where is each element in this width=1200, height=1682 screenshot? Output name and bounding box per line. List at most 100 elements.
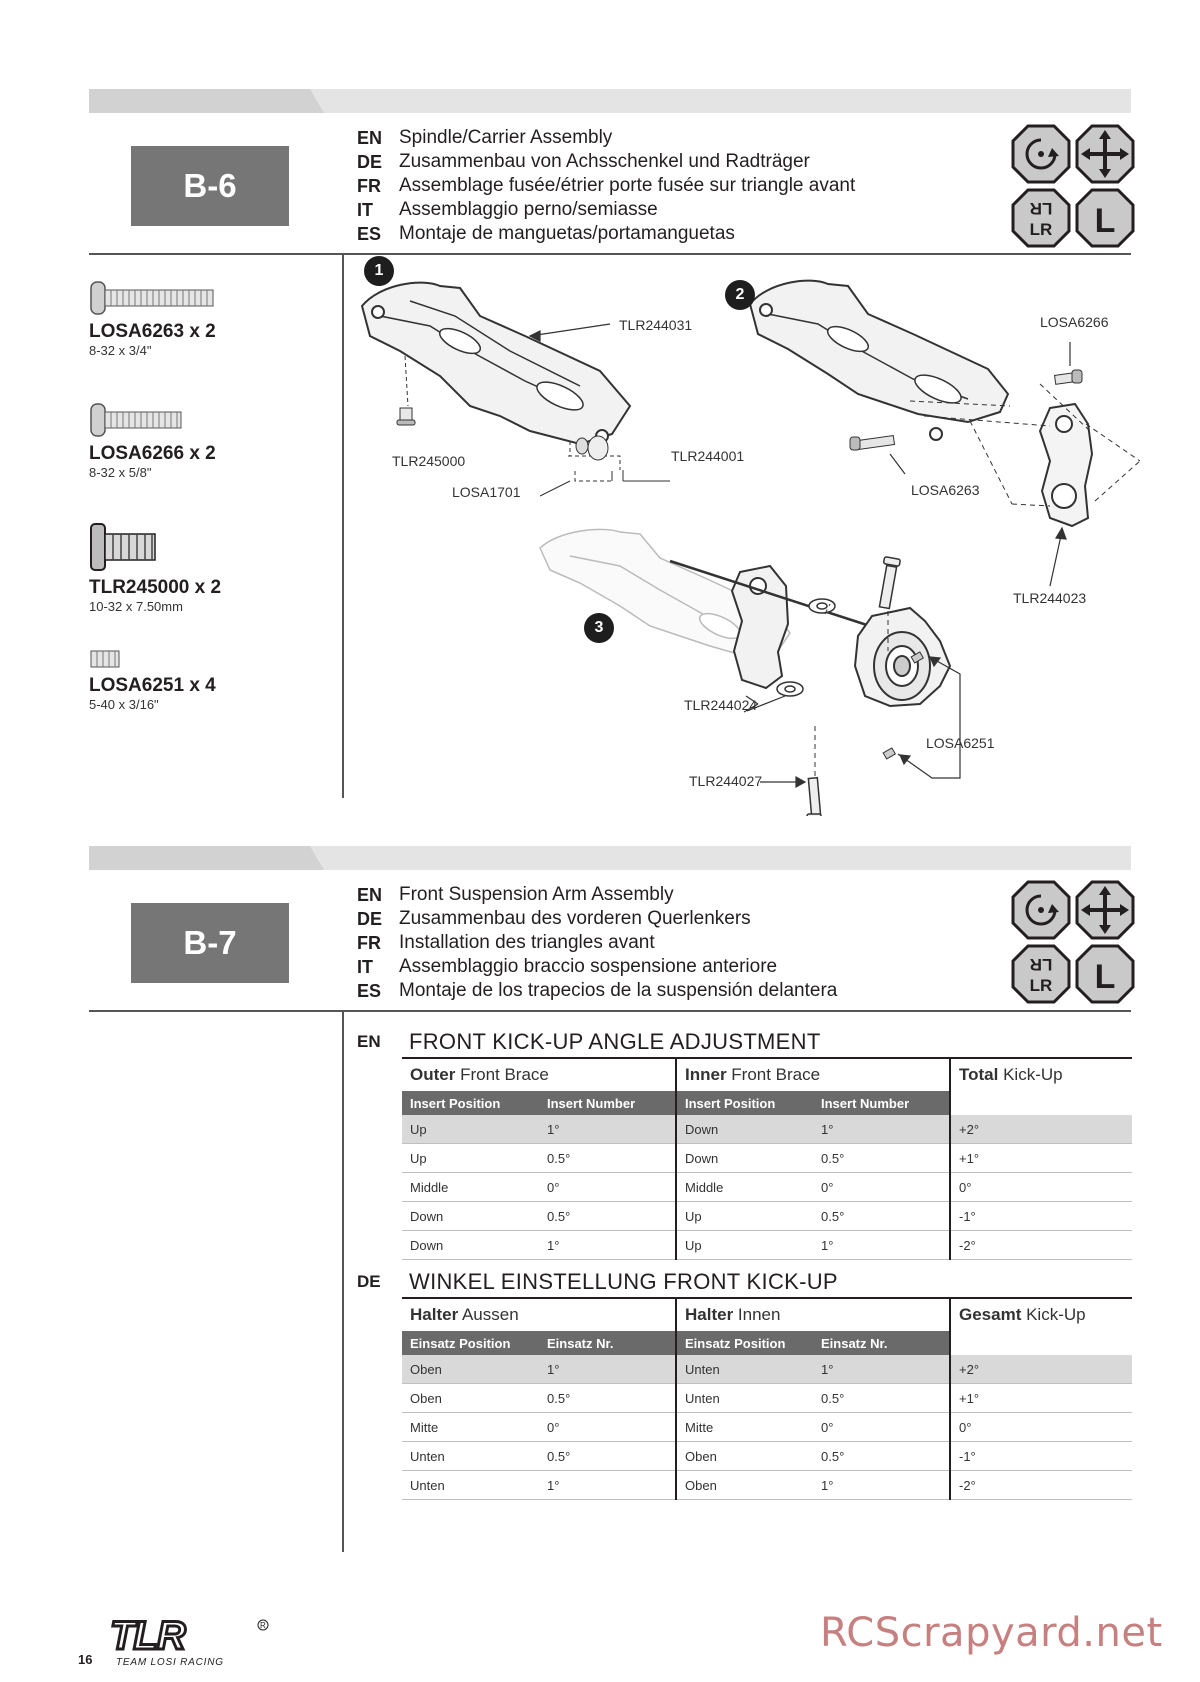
lr-bottom-text: LR: [1030, 976, 1053, 995]
cell: 0.5°: [813, 1383, 950, 1413]
lr-top-text: LR: [1030, 955, 1053, 974]
col-insert-position: Einsatz Position: [675, 1331, 813, 1355]
title-it: Assemblaggio braccio sospensione anterio…: [399, 956, 778, 977]
left-right-icon: LR LR: [1011, 944, 1071, 1004]
cell: -1°: [949, 1441, 1132, 1471]
move-arrows-icon: [1075, 880, 1135, 940]
rotate-icon: [1011, 124, 1071, 184]
table-title-en: EN FRONT KICK-UP ANGLE ADJUSTMENT: [357, 1030, 821, 1054]
logo-text-outline: TLR: [110, 1615, 186, 1658]
table-group-header: Outer Front Brace Inner Front Brace Tota…: [402, 1057, 1132, 1115]
cell: Up: [402, 1143, 539, 1173]
step-number-text: 3: [594, 619, 604, 636]
cell: Down: [402, 1230, 539, 1260]
callout-losa1701: LOSA1701: [452, 484, 521, 500]
cell: 0°: [813, 1172, 950, 1202]
step-number-text: 2: [735, 286, 745, 303]
part-name: LOSA6263 x 2: [89, 321, 216, 342]
group-inner: Inner Front Brace: [675, 1057, 950, 1091]
group-inner: Halter Innen: [675, 1297, 950, 1331]
part-size: 5-40 x 3/16": [89, 697, 159, 712]
cell: Middle: [402, 1172, 539, 1202]
cell: Unten: [675, 1355, 813, 1384]
kickup-table-en: Outer Front Brace Inner Front Brace Tota…: [402, 1057, 1132, 1260]
screw-image: [90, 281, 214, 315]
cell: +1°: [949, 1143, 1132, 1173]
cell: Up: [675, 1230, 813, 1260]
callout-losa6266: LOSA6266: [1040, 314, 1109, 330]
title-it: Assemblaggio perno/semiasse: [399, 199, 658, 220]
group-outer: Outer Front Brace: [402, 1057, 676, 1091]
cell: 1°: [539, 1470, 676, 1500]
lang-code: IT: [357, 957, 373, 977]
cell: Up: [402, 1115, 539, 1144]
b6-titles: EN Spindle/Carrier Assembly DE Zusammenbau…: [357, 126, 917, 246]
callout-tlr244024: TLR244024: [684, 697, 758, 713]
l-text: L: [1095, 202, 1116, 240]
part-losa6251: LOSA6251 x 4 5-40 x 3/16": [89, 648, 309, 713]
assembly-dash-lines-2: [909, 383, 1140, 507]
lang-code: EN: [357, 128, 383, 148]
cell: Unten: [402, 1470, 539, 1500]
cell: +1°: [949, 1383, 1132, 1413]
leader-lines-3: [743, 655, 961, 789]
table-group-header: Halter Aussen Halter Innen Gesamt Kick-U…: [402, 1297, 1132, 1355]
cell: Unten: [675, 1383, 813, 1413]
table-title-text: FRONT KICK-UP ANGLE ADJUSTMENT: [409, 1029, 821, 1054]
step-label-b6: B-6: [131, 146, 289, 226]
step-number-3: 3: [584, 613, 614, 643]
cell: Down: [402, 1201, 539, 1231]
bushing-drawing: [539, 435, 670, 497]
part-losa6266: LOSA6266 x 2 8-32 x 5/8": [89, 402, 309, 481]
lang-code: DE: [357, 152, 383, 172]
logo-text: TLR: [110, 1615, 186, 1658]
cell: -1°: [949, 1201, 1132, 1231]
title-fr: Installation des triangles avant: [399, 932, 655, 953]
step-number-2: 2: [725, 280, 755, 310]
cell: 1°: [813, 1230, 950, 1260]
col-insert-position: Insert Position: [675, 1091, 813, 1115]
cell: 1°: [539, 1355, 676, 1384]
left-right-icon: LR LR: [1011, 188, 1071, 248]
title-de: Zusammenbau des vorderen Querlenkers: [399, 908, 751, 929]
watermark: RCScrapyard.net: [820, 1610, 1163, 1656]
part-size: 8-32 x 5/8": [89, 465, 152, 480]
step-number-1: 1: [364, 256, 394, 286]
kickup-table-de: Halter Aussen Halter Innen Gesamt Kick-U…: [402, 1297, 1132, 1500]
callout-tlr244031: TLR244031: [619, 317, 693, 333]
leader-lines-1: [528, 323, 611, 342]
title-fr: Assemblage fusée/étrier porte fusée sur …: [399, 175, 856, 196]
lang-code: IT: [357, 200, 373, 220]
lang-code: DE: [357, 909, 383, 929]
cell: 0°: [813, 1412, 950, 1442]
callout-losa6263: LOSA6263: [911, 482, 980, 498]
col-insert-position: Einsatz Position: [402, 1331, 539, 1355]
set-screw-image: [90, 650, 120, 668]
spindle-carrier-2: [1038, 402, 1094, 528]
cell: Oben: [402, 1383, 539, 1413]
rotate-icon: [1011, 880, 1071, 940]
kingpin-drawing-top: [878, 556, 901, 610]
title-de: Zusammenbau von Achsschenkel und Radträg…: [399, 151, 810, 172]
screw-image: [90, 403, 182, 437]
col-insert-number: Einsatz Nr.: [539, 1331, 676, 1355]
tool-icons-graphic: LR LR L: [1011, 124, 1135, 248]
part-name: LOSA6266 x 2: [89, 443, 216, 464]
assembly-dash-lines-3: [814, 603, 889, 776]
left-icon: L: [1075, 944, 1135, 1004]
b6-vertical-divider: [342, 253, 344, 798]
col-insert-number: Einsatz Nr.: [813, 1331, 950, 1355]
part-size: 8-32 x 3/4": [89, 343, 152, 358]
cell: -2°: [949, 1230, 1132, 1260]
cell: +2°: [949, 1355, 1132, 1384]
tool-icons: LR LR L: [1011, 880, 1135, 1004]
callout-tlr244001: TLR244001: [671, 448, 745, 464]
part-name: LOSA6251 x 4: [89, 675, 216, 696]
title-en: Spindle/Carrier Assembly: [399, 127, 613, 148]
